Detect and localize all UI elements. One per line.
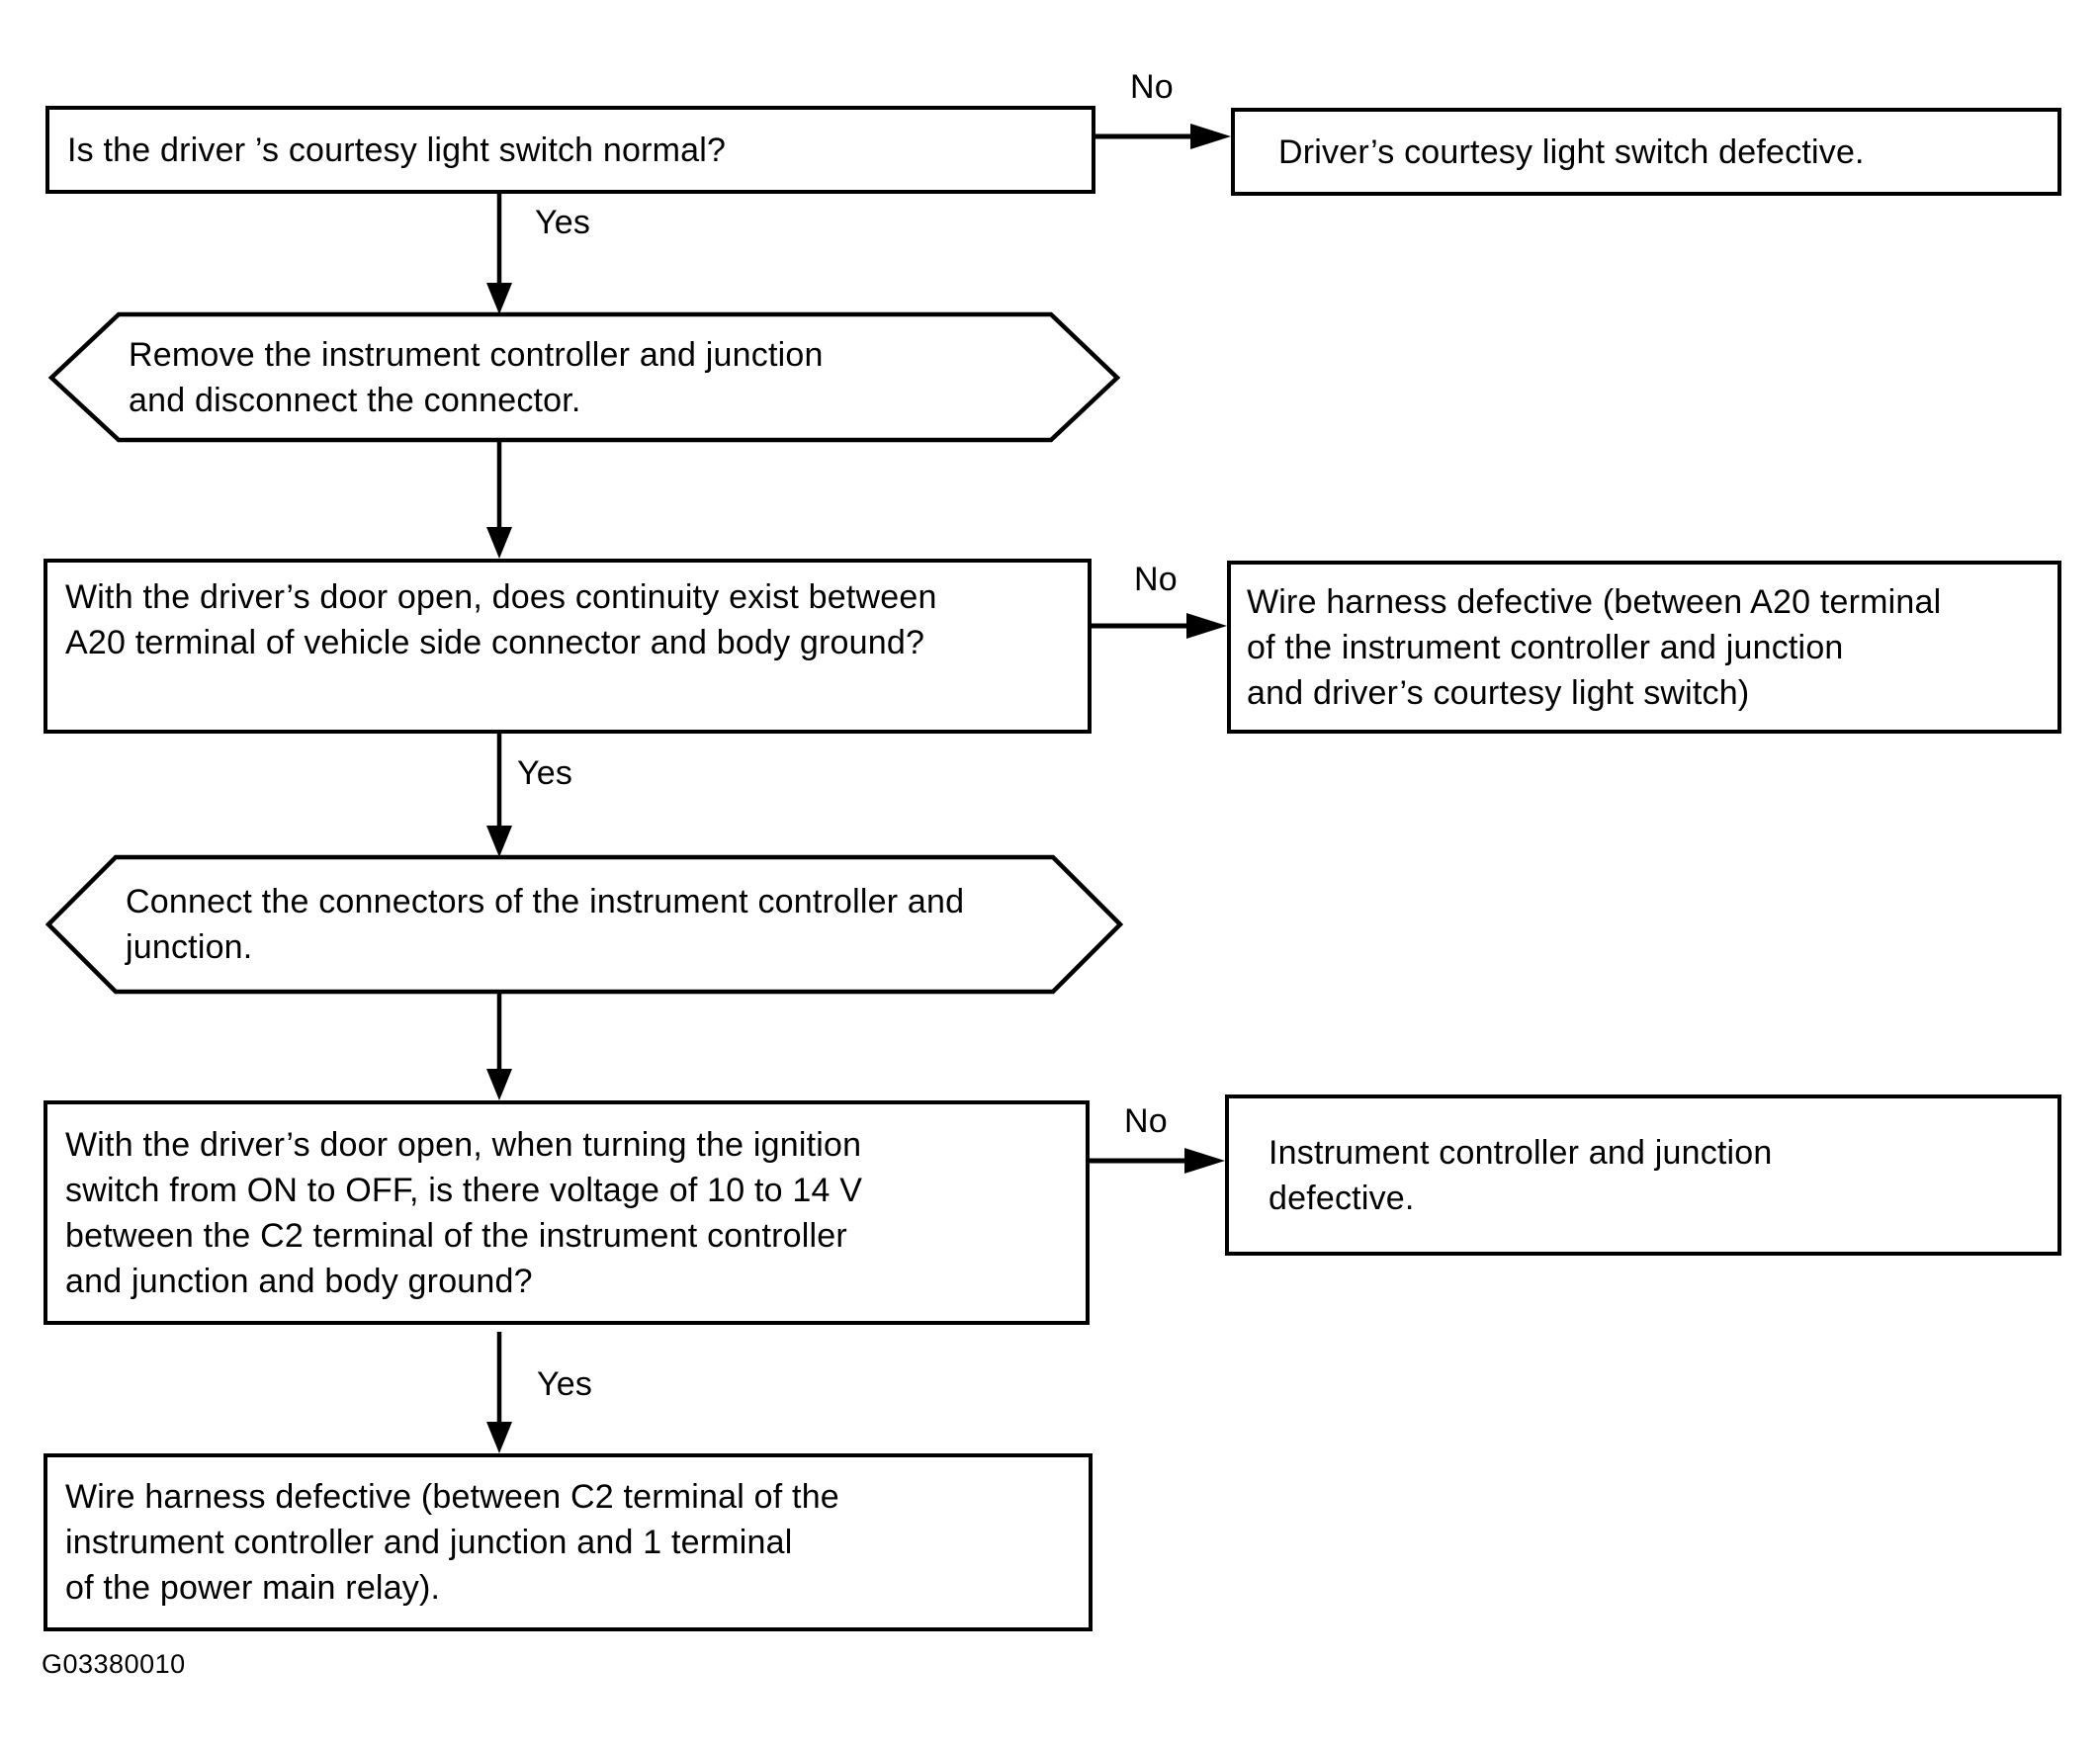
process-hexagon-1: [47, 311, 1121, 443]
arrow-q3-yes: [486, 1332, 512, 1453]
arrow-p1-q2: [486, 440, 512, 559]
edge-label-yes-2: Yes: [517, 754, 573, 792]
decision-courtesy-light-switch-normal: Is the driver ’s courtesy light switch n…: [45, 106, 1095, 194]
decision-courtesy-light-switch-normal-text: Is the driver ’s courtesy light switch n…: [67, 131, 727, 169]
result-wire-harness-c2-defective: Wire harness defective (between C2 termi…: [44, 1453, 1093, 1631]
decision-continuity-a20-terminal: With the driver’s door open, does contin…: [44, 559, 1092, 734]
process-hexagon-2: [44, 854, 1124, 995]
result-wire-harness-a20-defective: Wire harness defective (between A20 term…: [1227, 561, 2061, 734]
arrow-q1-yes: [486, 194, 512, 314]
arrow-q2-yes: [486, 734, 512, 857]
figure-code: G03380010: [42, 1649, 186, 1679]
edge-label-no-1: No: [1130, 68, 1174, 106]
process-remove-instrument-controller-text: Remove the instrument controller and jun…: [129, 335, 824, 419]
decision-voltage-c2-terminal-text: With the driver’s door open, when turnin…: [65, 1125, 863, 1300]
decision-voltage-c2-terminal: With the driver’s door open, when turnin…: [44, 1100, 1090, 1325]
edge-label-yes-3: Yes: [537, 1365, 593, 1403]
result-courtesy-light-switch-defective-text: Driver’s courtesy light switch defective…: [1278, 132, 1865, 171]
process-connect-connectors-text: Connect the connectors of the instrument…: [126, 883, 965, 966]
decision-continuity-a20-terminal-text: With the driver’s door open, does contin…: [65, 578, 937, 661]
arrow-q3-no: [1090, 1148, 1225, 1174]
arrow-q2-no: [1092, 613, 1227, 639]
result-wire-harness-a20-defective-text: Wire harness defective (between A20 term…: [1247, 582, 1942, 712]
arrow-p2-q3: [486, 992, 512, 1100]
process-remove-instrument-controller: Remove the instrument controller and jun…: [129, 314, 1058, 440]
result-courtesy-light-switch-defective: Driver’s courtesy light switch defective…: [1231, 108, 2061, 196]
edge-label-yes-1: Yes: [535, 204, 591, 241]
result-wire-harness-c2-defective-text: Wire harness defective (between C2 termi…: [65, 1478, 839, 1607]
edge-label-no-3: No: [1124, 1102, 1168, 1140]
edge-label-no-2: No: [1134, 561, 1178, 598]
process-connect-connectors: Connect the connectors of the instrument…: [126, 857, 1075, 992]
arrow-q1-no: [1095, 124, 1231, 149]
